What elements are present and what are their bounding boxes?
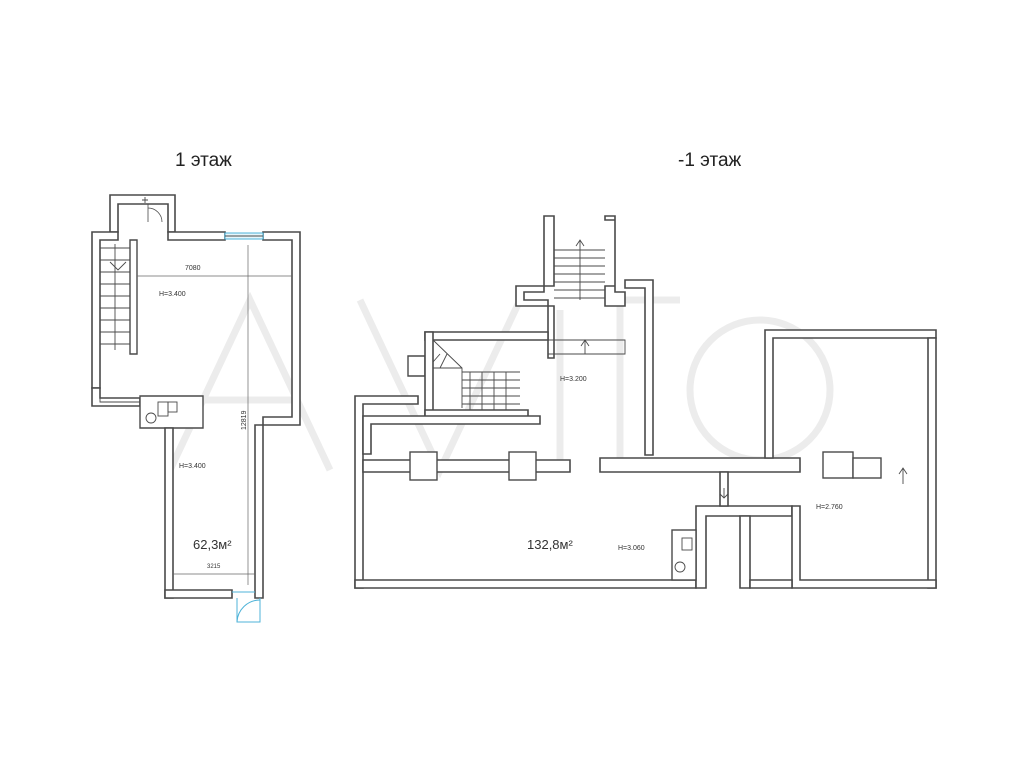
floor-1-title: 1 этаж [175,150,232,171]
f1-dim-bottom: 3215 [207,564,221,570]
fm1-height-stair: H=3.200 [560,376,587,383]
fm1-height-right: H=2.760 [816,504,843,511]
floor-minus1-plan: H=3.200 132,8м² H=3.060 H=2.760 [354,215,937,589]
f1-height-lower: H=3.400 [179,463,206,470]
f1-dim-width: 7080 [185,265,201,272]
watermark [166,291,834,479]
floor-1-plan: 7080 H=3.400 12819 H=3.400 62,3м² 3215 [91,194,301,623]
f1-dim-length: 12819 [241,410,248,430]
f1-height-upper: H=3.400 [159,291,186,298]
fm1-height-main: H=3.060 [618,545,645,552]
fm1-area: 132,8м² [527,537,573,552]
floor-minus1-title: -1 этаж [678,150,742,171]
f1-area: 62,3м² [193,537,232,552]
